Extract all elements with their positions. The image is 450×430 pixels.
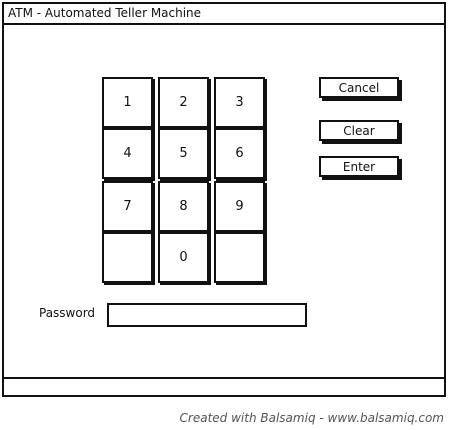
key-2[interactable]: 2 <box>158 77 209 128</box>
password-input[interactable] <box>107 303 307 327</box>
key-1[interactable]: 1 <box>102 77 153 128</box>
key-8[interactable]: 8 <box>158 181 209 232</box>
key-0[interactable]: 0 <box>158 232 209 283</box>
atm-window: ATM - Automated Teller Machine 1 2 3 4 5… <box>2 2 446 397</box>
key-7[interactable]: 7 <box>102 181 153 232</box>
key-6[interactable]: 6 <box>214 128 265 179</box>
cancel-button[interactable]: Cancel <box>319 77 399 98</box>
key-blank-right[interactable] <box>214 232 265 283</box>
key-5[interactable]: 5 <box>158 128 209 179</box>
key-9[interactable]: 9 <box>214 181 265 232</box>
window-title: ATM - Automated Teller Machine <box>4 4 444 25</box>
key-blank-left[interactable] <box>102 232 153 283</box>
key-3[interactable]: 3 <box>214 77 265 128</box>
enter-button[interactable]: Enter <box>319 156 399 177</box>
status-bar <box>4 377 444 395</box>
key-4[interactable]: 4 <box>102 128 153 179</box>
balsamiq-credit: Created with Balsamiq - www.balsamiq.com <box>179 411 444 425</box>
password-label: Password <box>39 306 96 320</box>
clear-button[interactable]: Clear <box>319 120 399 141</box>
